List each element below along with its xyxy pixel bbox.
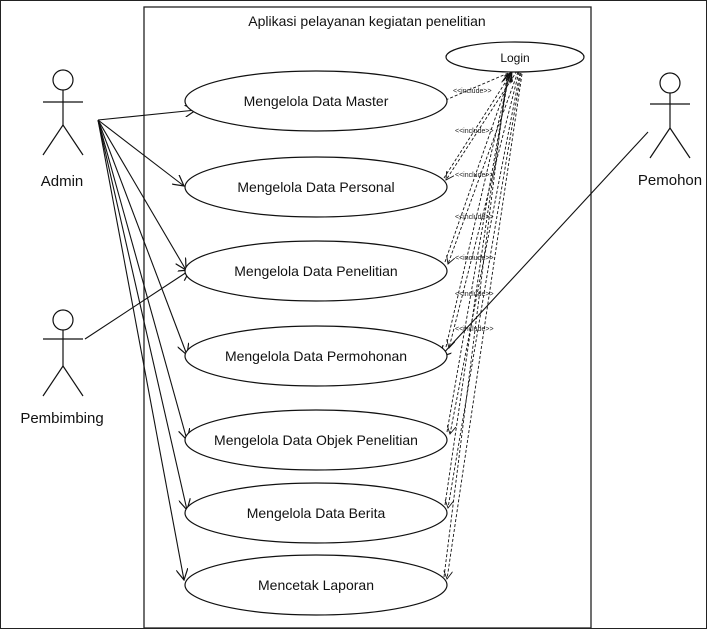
stick-figure-icon <box>42 309 84 397</box>
use-case-data-permohonan[interactable]: Mengelola Data Permohonan <box>184 325 448 387</box>
pembimbing-association <box>84 270 190 340</box>
system-boundary: Aplikasi pelayanan kegiatan penelitian <box>143 6 592 629</box>
include-label: <<include>> <box>455 255 494 262</box>
use-case-data-berita-label: Mengelola Data Berita <box>247 505 386 521</box>
include-labels: <<include>> <<include>> <<include>> <<in… <box>453 88 494 333</box>
use-case-data-master[interactable]: Mengelola Data Master <box>184 70 448 132</box>
use-case-login[interactable]: Login <box>445 41 585 73</box>
use-case-data-berita[interactable]: Mengelola Data Berita <box>184 482 448 544</box>
include-label: <<include>> <box>455 214 494 221</box>
pemohon-association <box>440 131 649 357</box>
use-case-data-objek[interactable]: Mengelola Data Objek Penelitian <box>184 409 448 471</box>
use-case-data-penelitian-label: Mengelola Data Penelitian <box>234 263 397 279</box>
include-label: <<include>> <box>455 128 494 135</box>
actor-admin-label: Admin <box>41 173 84 190</box>
use-case-login-label: Login <box>500 51 529 65</box>
use-case-laporan[interactable]: Mencetak Laporan <box>184 554 448 616</box>
use-case-data-master-label: Mengelola Data Master <box>244 93 389 109</box>
system-title: Aplikasi pelayanan kegiatan penelitian <box>248 13 485 29</box>
actor-admin[interactable]: Admin <box>41 69 84 190</box>
admin-associations <box>97 110 196 580</box>
use-case-laporan-label: Mencetak Laporan <box>258 577 374 593</box>
include-label: <<include>> <box>453 88 492 95</box>
include-dependencies <box>440 71 513 578</box>
use-case-data-permohonan-label: Mengelola Data Permohonan <box>225 348 407 364</box>
stick-figure-icon <box>42 69 84 156</box>
include-label: <<include>> <box>455 291 494 298</box>
actor-pemohon[interactable]: Pemohon <box>638 72 702 189</box>
include-label: <<include>> <box>455 326 494 333</box>
stick-figure-icon <box>649 72 691 159</box>
use-case-data-objek-label: Mengelola Data Objek Penelitian <box>214 432 418 448</box>
actor-pembimbing[interactable]: Pembimbing <box>20 309 104 427</box>
actor-pembimbing-label: Pembimbing <box>20 410 103 427</box>
use-case-data-personal[interactable]: Mengelola Data Personal <box>184 156 448 218</box>
include-label: <<include>> <box>455 172 494 179</box>
include-dependencies-returns <box>446 70 523 579</box>
use-case-data-personal-label: Mengelola Data Personal <box>237 179 394 195</box>
actor-pemohon-label: Pemohon <box>638 172 702 189</box>
use-case-data-penelitian[interactable]: Mengelola Data Penelitian <box>184 240 448 302</box>
